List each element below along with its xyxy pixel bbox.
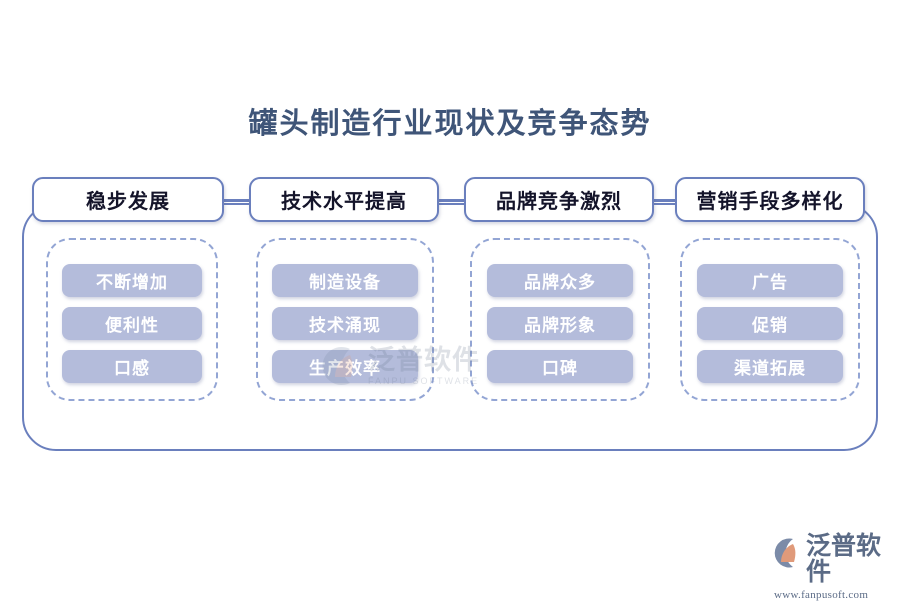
brand-logo: 泛普软件 www.fanpusoft.com [770,533,892,600]
fanpu-logo-icon [774,538,796,568]
page-title: 罐头制造行业现状及竞争态势 [248,108,652,140]
column-header-label: 稳步发展 [86,191,170,213]
column-header-label: 营销手段多样化 [696,191,844,213]
logo-url: www.fanpusoft.com [774,588,869,601]
outer-frame [22,203,878,451]
column-header-3[interactable]: 品牌竞争激烈 [464,177,654,222]
column-header-label: 品牌竞争激烈 [496,191,622,213]
pill-label: 品牌形象 [524,316,596,335]
connector-line-1 [223,199,251,202]
pill-item[interactable]: 口感 [62,350,202,383]
pill-label: 渠道拓展 [734,359,806,378]
column-group-4 [680,238,860,401]
connector-line-3 [652,199,676,202]
column-header-4[interactable]: 营销手段多样化 [675,177,865,222]
pill-item[interactable]: 广告 [697,264,843,297]
pill-label: 制造设备 [309,273,381,292]
connector-line-2 [437,199,465,202]
logo-texts: 泛普软件 www.fanpusoft.com [774,533,892,600]
pill-item[interactable]: 口碑 [487,350,633,383]
pill-item[interactable]: 品牌形象 [487,307,633,340]
pill-item[interactable]: 品牌众多 [487,264,633,297]
pill-label: 促销 [752,316,788,335]
pill-label: 广告 [752,273,788,292]
column-header-label: 技术水平提高 [281,191,407,213]
pill-item[interactable]: 促销 [697,307,843,340]
pill-label: 品牌众多 [524,273,596,292]
column-group-3 [470,238,650,401]
column-header-2[interactable]: 技术水平提高 [249,177,439,222]
pill-stack-4: 广告 促销 渠道拓展 [697,264,843,383]
pill-stack-2: 制造设备 技术涌现 生产效率 [272,264,418,383]
logo-name: 泛普软件 [806,533,882,587]
pill-label: 口碑 [542,359,578,378]
pill-item[interactable]: 制造设备 [272,264,418,297]
pill-label: 技术涌现 [309,316,381,335]
pill-item[interactable]: 便利性 [62,307,202,340]
pill-label: 口感 [114,359,150,378]
pill-item[interactable]: 生产效率 [272,350,418,383]
pill-item[interactable]: 不断增加 [62,264,202,297]
pill-label: 生产效率 [309,359,381,378]
pill-item[interactable]: 渠道拓展 [697,350,843,383]
column-header-1[interactable]: 稳步发展 [32,177,224,222]
pill-label: 不断增加 [96,273,168,292]
column-group-2 [256,238,434,401]
pill-item[interactable]: 技术涌现 [272,307,418,340]
pill-label: 便利性 [105,316,159,335]
column-group-1 [46,238,218,401]
pill-stack-1: 不断增加 便利性 口感 [62,264,202,383]
pill-stack-3: 品牌众多 品牌形象 口碑 [487,264,633,383]
